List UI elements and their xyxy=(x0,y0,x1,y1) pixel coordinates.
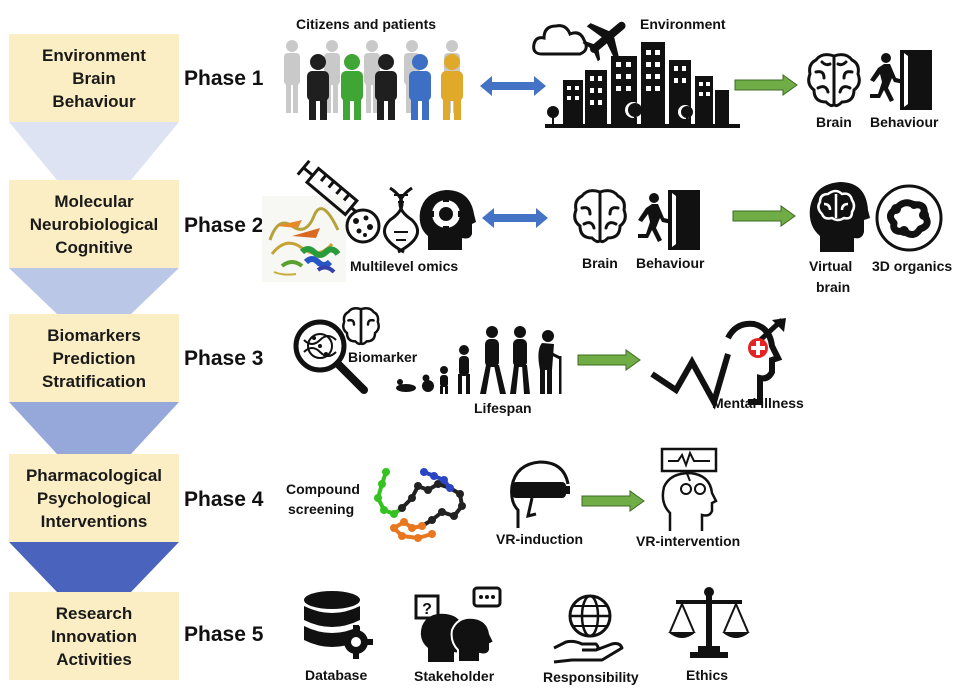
stage-1-line-3: Behaviour xyxy=(52,91,136,111)
stage-2-line-2: Neurobiological xyxy=(29,214,159,234)
brain-icon xyxy=(807,53,861,108)
green-arrow-1 xyxy=(734,74,798,96)
gear-head-icon xyxy=(419,190,476,250)
vr-headset-icon xyxy=(510,460,570,528)
database-icon xyxy=(304,591,373,659)
lifespan-icon xyxy=(396,326,562,394)
stage-5-line-2: Innovation xyxy=(51,626,137,646)
dna-icon xyxy=(382,186,420,254)
environment-label: Environment xyxy=(640,16,726,32)
blue-double-arrow-2 xyxy=(482,208,548,228)
biomarker-label: Biomarker xyxy=(348,349,418,365)
phase-4-label: Phase 4 xyxy=(184,488,264,511)
stakeholder-icon: ? xyxy=(414,586,502,663)
head-monitor-icon xyxy=(660,447,718,531)
omics-label: Multilevel omics xyxy=(350,258,459,274)
funnel-connector-1 xyxy=(9,122,179,180)
brain-label-1: Brain xyxy=(816,114,852,130)
ethics-label: Ethics xyxy=(686,667,729,683)
stage-1-line-2: Brain xyxy=(72,68,116,88)
funnel-connector-3 xyxy=(9,402,179,454)
stakeholder-label: Stakeholder xyxy=(414,668,495,684)
green-arrow-4 xyxy=(581,490,645,512)
mental-illness-label: Mental illness xyxy=(712,395,804,411)
crowd-icon xyxy=(284,40,463,120)
stage-2-line-1: Molecular xyxy=(54,191,134,211)
phase-1-label: Phase 1 xyxy=(184,67,264,90)
stage-box-5: Research Innovation Activities xyxy=(9,592,179,680)
green-arrow-3 xyxy=(577,349,641,371)
brain-icon-3 xyxy=(342,307,380,346)
globe-hand-icon xyxy=(553,594,624,664)
stage-5-line-3: Activities xyxy=(56,649,132,669)
responsibility-label: Responsibility xyxy=(543,669,639,685)
scales-icon xyxy=(668,587,750,658)
vr-induction-label: VR-induction xyxy=(496,531,584,547)
funnel-connector-4 xyxy=(9,542,179,592)
cell-icon xyxy=(345,208,381,244)
city-icon xyxy=(545,42,740,128)
protein-icon xyxy=(262,196,346,282)
compound-label-2: screening xyxy=(288,501,355,517)
phase-2-label: Phase 2 xyxy=(184,214,264,237)
stage-box-2: Molecular Neurobiological Cognitive xyxy=(9,180,179,268)
stage-4-line-3: Interventions xyxy=(40,511,148,531)
mental-illness-icon xyxy=(650,318,786,410)
compound-label-1: Compound xyxy=(286,481,360,497)
magnifier-icon xyxy=(293,319,368,394)
phase-5-label: Phase 5 xyxy=(184,623,264,646)
behaviour-label-2: Behaviour xyxy=(636,255,705,271)
brain-icon-2 xyxy=(573,189,627,244)
stage-box-3: Biomarkers Prediction Stratification xyxy=(9,314,179,402)
stage-2-line-3: Cognitive xyxy=(55,237,133,257)
lifespan-label: Lifespan xyxy=(474,400,532,416)
stage-3-line-3: Stratification xyxy=(42,371,146,391)
cloud-icon xyxy=(532,24,588,56)
green-arrow-2 xyxy=(732,205,796,227)
airplane-icon xyxy=(582,21,626,62)
exit-door-icon xyxy=(870,50,932,110)
phase-3-label: Phase 3 xyxy=(184,347,264,370)
stage-1-line-1: Environment xyxy=(42,45,146,65)
vr-intervention-label: VR-intervention xyxy=(636,533,741,549)
database-label: Database xyxy=(305,667,368,683)
svg-text:?: ? xyxy=(422,601,432,618)
funnel-connector-2 xyxy=(9,268,179,314)
molecule-chain-icon xyxy=(374,468,466,542)
stage-4-line-2: Psychological xyxy=(36,488,152,508)
citizens-label: Citizens and patients xyxy=(296,16,437,32)
stage-5-line-1: Research xyxy=(55,603,133,623)
stage-3-line-2: Prediction xyxy=(52,348,136,368)
organics-label: 3D organics xyxy=(872,258,953,274)
organoid-icon xyxy=(875,184,943,252)
behaviour-label-1: Behaviour xyxy=(870,114,939,130)
virtual-label-1: Virtual xyxy=(809,258,853,274)
stage-4-line-1: Pharmacological xyxy=(25,465,163,485)
exit-door-icon-2 xyxy=(638,190,700,250)
virtual-label-2: brain xyxy=(816,279,851,295)
brain-label-2: Brain xyxy=(582,255,618,271)
stage-3-line-1: Biomarkers xyxy=(47,325,141,345)
stage-box-1: Environment Brain Behaviour xyxy=(9,34,179,122)
blue-double-arrow-1 xyxy=(480,76,546,96)
stage-box-4: Pharmacological Psychological Interventi… xyxy=(9,454,179,542)
virtual-brain-icon xyxy=(809,182,870,252)
